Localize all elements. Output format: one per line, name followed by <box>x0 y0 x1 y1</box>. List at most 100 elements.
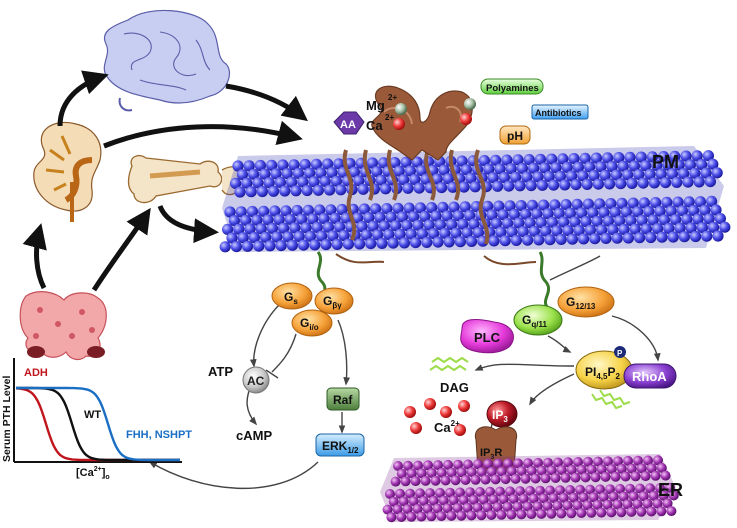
membrane-bead <box>446 510 457 521</box>
g1213-label-sub: 12/13 <box>575 302 596 311</box>
membrane-bead <box>318 213 330 225</box>
membrane-bead <box>670 214 682 226</box>
gbg-label-main: G <box>323 294 332 308</box>
membrane-bead <box>578 492 589 503</box>
ac-enzyme <box>242 366 270 394</box>
membrane-bead <box>635 483 645 494</box>
membrane-bead <box>618 491 629 502</box>
membrane-bead <box>236 169 248 181</box>
membrane-bead <box>618 223 630 235</box>
membrane-bead <box>660 470 671 481</box>
membrane-bead <box>595 161 607 173</box>
membrane-bead <box>605 198 617 210</box>
polyamines-label: Polyamines <box>486 83 539 94</box>
membrane-bead <box>526 465 537 476</box>
ca-label: Ca <box>366 118 383 133</box>
membrane-bead <box>561 161 573 173</box>
membrane-bead <box>457 218 469 230</box>
membrane-bead <box>539 162 551 174</box>
membrane-bead <box>262 214 274 226</box>
pth-graph-xlabel-tail: ] <box>102 467 106 479</box>
membrane-bead <box>300 222 312 234</box>
membrane-bead <box>320 239 332 251</box>
membrane-bead <box>668 490 679 501</box>
membrane-bead <box>333 158 345 170</box>
membrane-bead <box>656 231 668 243</box>
membrane-bead <box>496 466 507 477</box>
membrane-bead <box>642 498 653 509</box>
lipid-tails <box>429 356 631 410</box>
membrane-bead <box>590 472 601 483</box>
membrane-bead <box>534 153 547 165</box>
membrane-bead <box>486 510 497 520</box>
membrane-bead <box>551 225 563 237</box>
membrane-bead <box>297 176 309 188</box>
membrane-bead <box>514 180 526 192</box>
gbg-protein <box>314 287 354 315</box>
membrane-bead <box>610 471 621 482</box>
membrane-bead <box>655 168 667 180</box>
membrane-bead <box>564 207 577 219</box>
membrane-bead <box>538 199 550 211</box>
membrane-bead <box>439 227 451 239</box>
membrane-bead <box>531 208 543 220</box>
membrane-bead <box>655 483 665 494</box>
membrane-bead <box>652 498 663 509</box>
membrane-bead <box>626 506 637 517</box>
membrane-bead <box>558 492 569 503</box>
membrane-bead <box>644 168 656 180</box>
membrane-bead <box>412 219 424 231</box>
ca-charge: 2+ <box>385 113 394 122</box>
svg-text:IP3R: IP3R <box>480 447 502 461</box>
membrane-bead <box>523 458 533 469</box>
membrane-bead <box>628 491 639 502</box>
membrane-bead <box>437 201 449 213</box>
membrane-bead <box>536 508 547 519</box>
membrane-bead <box>553 457 563 468</box>
membrane-bead <box>311 221 323 233</box>
membrane-bead <box>331 238 343 250</box>
membrane-bead <box>483 163 495 175</box>
membrane-bead <box>322 221 334 233</box>
membrane-bead <box>525 180 537 192</box>
membrane-bead <box>228 215 240 227</box>
membrane-bead <box>692 213 704 225</box>
membrane-bead <box>400 476 411 487</box>
membrane-bead <box>353 175 365 187</box>
membrane-bead <box>658 214 671 226</box>
membrane-bead <box>575 484 585 495</box>
membrane-bead <box>476 510 487 521</box>
membrane-bead <box>640 160 652 172</box>
membrane-bead <box>654 205 666 217</box>
membrane-bead <box>573 224 585 236</box>
membrane-bead <box>576 207 588 219</box>
membrane-bead <box>665 482 675 493</box>
membrane-bead <box>398 496 409 507</box>
membrane-bead <box>646 463 657 474</box>
membrane-bead <box>640 223 653 235</box>
membrane-bead <box>259 168 271 180</box>
membrane-bead <box>582 500 593 511</box>
membrane-bead <box>681 213 693 225</box>
membrane-bead <box>230 241 242 253</box>
membrane-bead <box>662 159 674 171</box>
membrane-bead <box>624 151 636 163</box>
membrane-bead <box>495 486 505 497</box>
membrane-bead <box>432 503 443 514</box>
membrane-bead <box>669 150 681 162</box>
membrane-bead <box>515 486 525 497</box>
svg-text:Gi/o: Gi/o <box>300 316 319 332</box>
membrane-bead <box>478 155 490 167</box>
membrane-bead <box>566 233 579 245</box>
arrow-intestine-to-receptor <box>225 83 308 122</box>
membrane-bead <box>600 232 612 244</box>
membrane-bead <box>522 234 534 246</box>
membrane-bead <box>566 170 578 182</box>
membrane-bead <box>521 171 533 183</box>
svg-text:ERK1/2: ERK1/2 <box>322 439 359 455</box>
plasma-membrane-beads <box>219 150 731 253</box>
membrane-bead <box>396 468 407 479</box>
raf-kinase <box>326 387 360 411</box>
pip2-label-a: PI <box>585 365 596 379</box>
membrane-bead <box>465 487 475 498</box>
